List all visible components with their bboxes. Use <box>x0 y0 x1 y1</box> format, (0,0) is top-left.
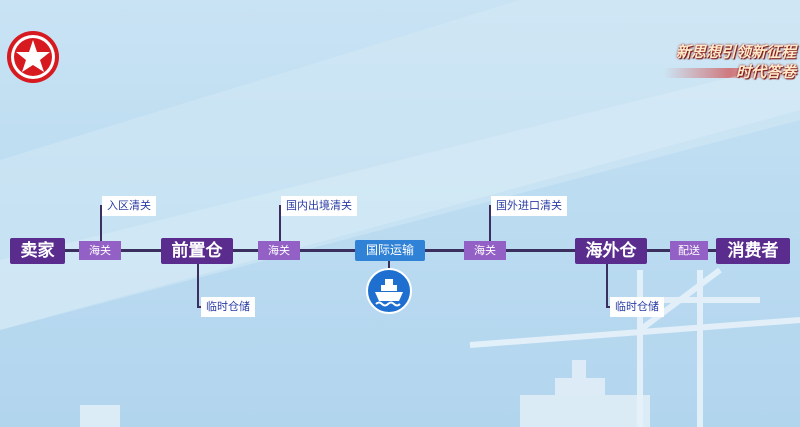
connector-domestic-exit <box>279 205 281 245</box>
node-consumer: 消费者 <box>716 238 790 264</box>
connector-entry-clearance <box>100 205 102 245</box>
connector-foreign-import <box>489 205 491 245</box>
callout-temp-storage-1: 临时仓储 <box>201 297 255 317</box>
node-delivery: 配送 <box>670 241 708 260</box>
node-customs-3: 海关 <box>464 241 506 260</box>
ship-icon <box>375 279 403 307</box>
node-international-transport: 国际运输 <box>355 240 425 261</box>
node-seller: 卖家 <box>10 238 65 264</box>
node-customs-2: 海关 <box>258 241 300 260</box>
node-overseas-warehouse: 海外仓 <box>575 238 647 264</box>
ship-badge <box>366 268 412 314</box>
slogan-line-2: 时代答卷 <box>735 63 796 81</box>
callout-foreign-import-clearance: 国外进口清关 <box>491 196 567 216</box>
callout-entry-clearance: 入区清关 <box>102 196 156 216</box>
connector-temp-storage-1-tick <box>197 306 202 308</box>
callout-domestic-exit-clearance: 国内出境清关 <box>281 196 357 216</box>
node-customs-1: 海关 <box>79 241 121 260</box>
slogan-banner: 新思想引领新征程 时代答卷 <box>664 42 796 86</box>
cargo-ship-icon <box>80 360 650 427</box>
connector-temp-storage-2-tick <box>606 306 611 308</box>
dragon-tv-star-logo-icon <box>7 31 59 83</box>
slogan-line-1: 新思想引领新征程 <box>675 43 796 61</box>
callout-temp-storage-2: 临时仓储 <box>610 297 664 317</box>
node-bonded-warehouse: 前置仓 <box>161 238 233 264</box>
connector-temp-storage-2 <box>606 262 608 308</box>
connector-temp-storage-1 <box>197 262 199 308</box>
connector-ship <box>388 258 390 270</box>
